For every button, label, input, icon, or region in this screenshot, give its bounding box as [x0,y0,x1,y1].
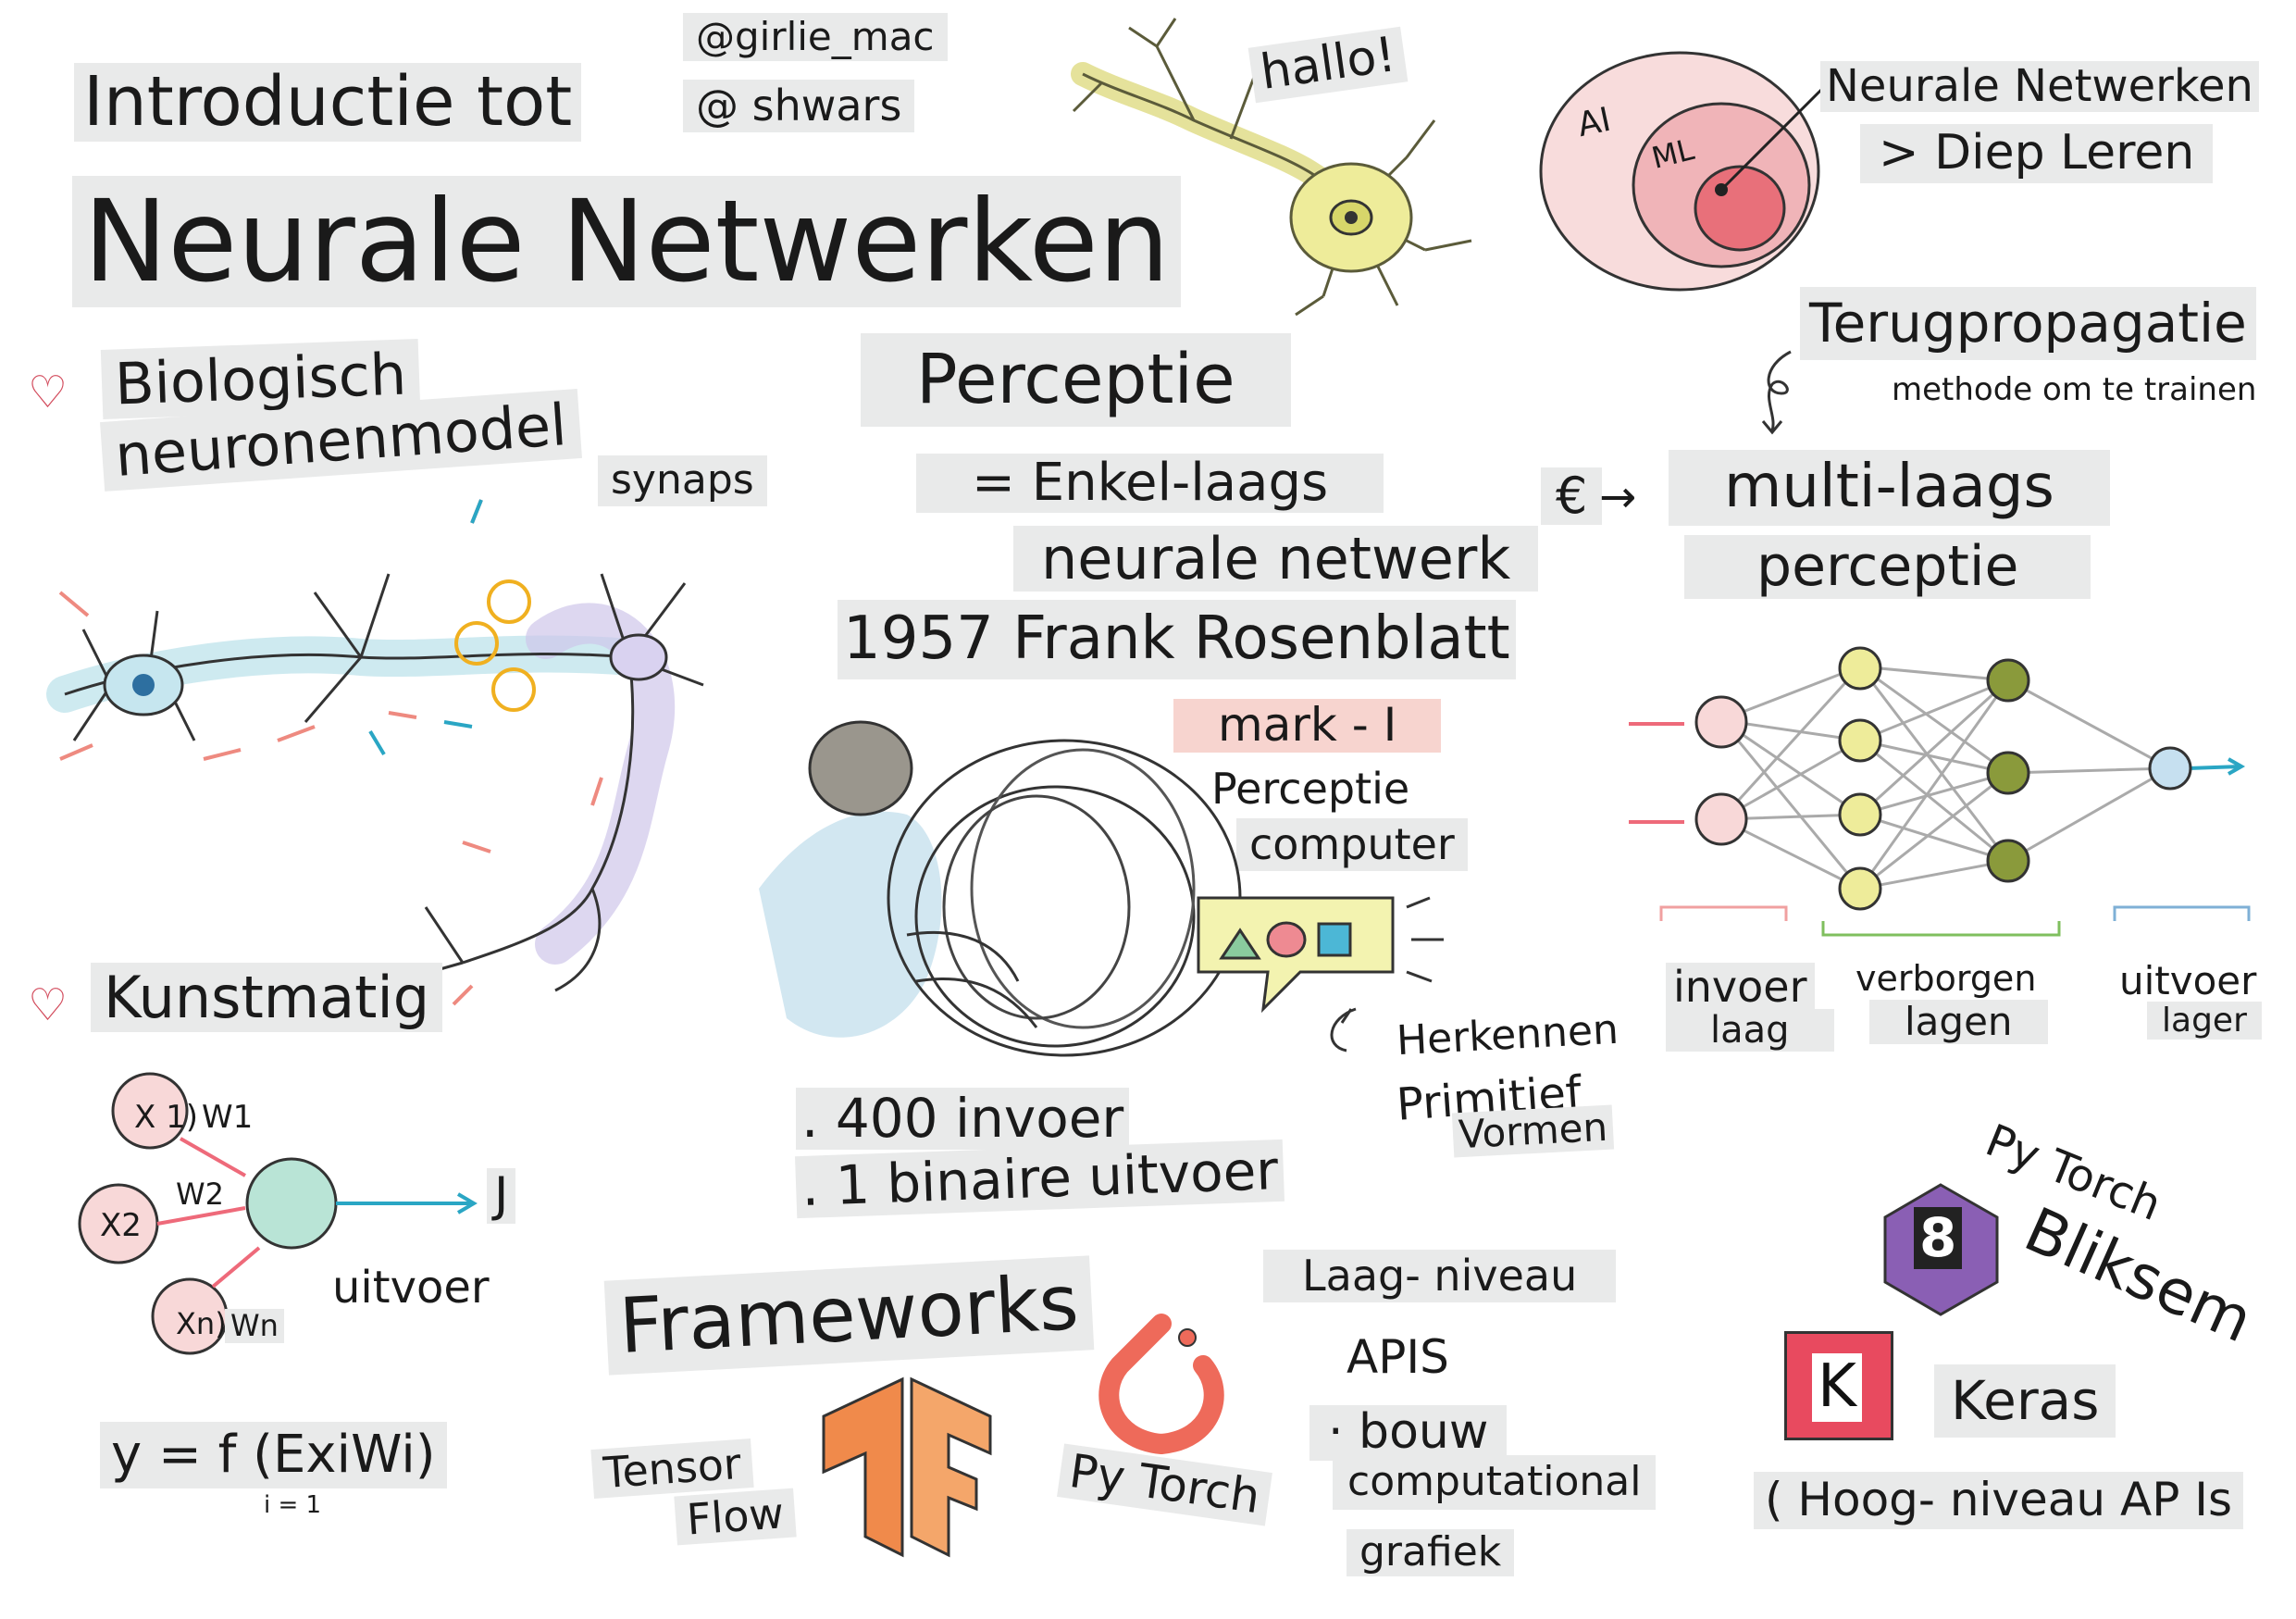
perceptron-title: Perceptie [861,333,1291,428]
x2-label: X2 [100,1207,142,1244]
perceptron-fact-2: . 1 binaire uitvoer [794,1139,1285,1218]
tensorflow-label-2: Flow [674,1488,797,1546]
low-level-label-3: · bouw [1309,1404,1508,1461]
mark-i-label: mark - I [1173,698,1442,753]
neuron-illustration [1071,18,1472,317]
shapes-display [1197,896,1444,1052]
euro-symbol: € [1541,467,1603,526]
perceptron-fact-1: . 400 invoer [796,1088,1130,1150]
keras-logo-letter: K [1812,1352,1862,1422]
perceptron-definition-2: neurale netwerk [1013,526,1539,592]
synapse-label: synaps [598,455,767,506]
perceptron-inventor: 1957 Frank Rosenblatt [838,600,1516,679]
curl-arrow-icon [1761,350,1792,435]
page-title: Neurale Netwerken [72,176,1182,307]
output-layer-label-2: lager [2147,1002,2262,1040]
backprop-subtitle: methode om te trainen [1888,371,2261,409]
output-layer-label: uitvoer [2119,958,2257,1003]
mlp-title-line2: perceptie [1684,535,2091,599]
ai-ml-diagram [1539,51,1830,292]
heart-icon: ♡ [28,979,68,1031]
perceptron-computer-1: Perceptie [1198,763,1423,816]
heart-icon: ♡ [28,367,68,418]
input-layer-label-2: laag [1666,1009,1834,1052]
frameworks-title: Frameworks [603,1255,1094,1376]
pytorch-label: Py Torch [1057,1443,1272,1526]
high-level-label: ( Hoog- niveau AP Is [1754,1472,2244,1529]
hidden-layers-label: verborgen [1855,958,2037,999]
rosenblatt-illustration [759,720,1242,1057]
author-2: @ shwars [683,80,915,132]
x1-label: X 1) [134,1099,198,1136]
tensorflow-logo-icon [822,1376,992,1558]
output-label: uitvoer [319,1261,503,1316]
biological-neuron-illustration [46,499,704,1006]
low-level-label-5: grafiek [1347,1528,1515,1576]
title-line1: Introductie tot [74,62,582,143]
y-symbol: J [487,1167,516,1224]
input-layer-label: invoer [1666,963,1815,1012]
wn-label: Wn [225,1309,284,1343]
mlp-title-line1: multi-laags [1669,450,2110,526]
backprop-title: Terugpropagatie [1800,287,2256,360]
low-level-label-2: APIS [1347,1330,1449,1384]
low-level-label-1: Laag- niveau [1263,1250,1617,1302]
recognize-label-3: Vormen [1451,1104,1615,1158]
low-level-label-4: computational [1333,1455,1657,1510]
pytorch-logo-icon [1098,1314,1224,1455]
xn-label: Xn) [176,1306,227,1341]
formula-subscript: i = 1 [264,1491,322,1519]
perceptron-computer-2: computer [1236,818,1468,871]
perceptron-definition-1: = Enkel-laags [916,453,1384,514]
deep-learning-callout: > Diep Leren [1860,124,2214,183]
w2-label: W2 [176,1177,224,1212]
formula: y = f (ExiWi) [100,1422,447,1489]
neural-networks-callout: Neurale Netwerken [1820,60,2259,113]
tensorflow-label-1: Tensor [590,1438,754,1499]
w1-label: W1 [202,1099,254,1136]
artificial-neuron-diagram [78,1072,478,1355]
multilayer-network-diagram [1629,646,2251,937]
hidden-layers-label-2: lagen [1869,999,2048,1045]
arrow-right-icon: → [1599,471,1637,523]
author-1: @girlie_mac [683,13,948,62]
keras-label: Keras [1934,1364,2116,1438]
artificial-title: Kunstmatig [91,963,443,1033]
lightning-icon-glyph: 8 [1914,1207,1963,1269]
